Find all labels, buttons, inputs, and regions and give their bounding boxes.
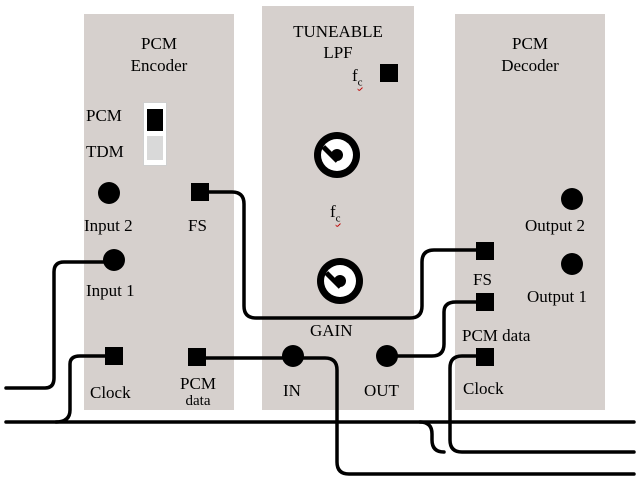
decoder-clock-label: Clock bbox=[463, 379, 504, 398]
encoder-pcm-data-socket[interactable] bbox=[188, 348, 206, 366]
lpf-title-line1: TUNEABLE bbox=[293, 22, 383, 41]
pcm-tdm-switch[interactable] bbox=[143, 102, 167, 166]
decoder-title-line2: Decoder bbox=[501, 56, 559, 75]
decoder-clock-socket[interactable] bbox=[476, 348, 494, 366]
switch-track bbox=[147, 136, 163, 160]
gain-label: GAIN bbox=[310, 321, 353, 340]
fc-knob-label: fc bbox=[330, 202, 341, 225]
decoder-pcm-data-label: PCM data bbox=[462, 326, 531, 345]
decoder-title-line1: PCM bbox=[512, 34, 548, 53]
pcm-encoder-panel bbox=[84, 14, 234, 410]
out-socket[interactable] bbox=[376, 345, 398, 367]
encoder-title-line2: Encoder bbox=[130, 56, 188, 75]
wire-in-down bbox=[291, 356, 636, 476]
decoder-fs-socket[interactable] bbox=[476, 242, 494, 260]
pcm-decoder-panel bbox=[455, 14, 605, 410]
bus-line-4 bbox=[418, 420, 446, 454]
wire-clock bbox=[448, 354, 636, 454]
encoder-clock-label: Clock bbox=[90, 383, 131, 402]
fc-knob[interactable] bbox=[314, 132, 360, 178]
lpf-title-line2: LPF bbox=[323, 43, 353, 62]
fc-knob-hub bbox=[331, 149, 343, 161]
decoder-fs-label: FS bbox=[473, 270, 492, 289]
encoder-pcm-data-label-line2: data bbox=[185, 393, 211, 409]
encoder-fs-label: FS bbox=[188, 216, 207, 235]
decoder-pcm-data-socket[interactable] bbox=[476, 293, 494, 311]
encoder-fs-socket[interactable] bbox=[191, 183, 209, 201]
wire-out bbox=[386, 300, 489, 358]
input1-label: Input 1 bbox=[86, 281, 135, 300]
in-socket[interactable] bbox=[282, 345, 304, 367]
encoder-clock-socket[interactable] bbox=[105, 347, 123, 365]
wire-fs bbox=[201, 190, 489, 320]
mode-tdm-label: TDM bbox=[86, 142, 124, 161]
in-label: IN bbox=[283, 381, 301, 400]
output1-label: Output 1 bbox=[527, 287, 587, 306]
encoder-title-line1: PCM bbox=[141, 34, 177, 53]
output1-socket[interactable] bbox=[561, 253, 583, 275]
input2-label: Input 2 bbox=[84, 216, 133, 235]
encoder-pcm-data-label-line1: PCM bbox=[180, 374, 216, 393]
gain-knob[interactable] bbox=[317, 258, 363, 304]
output2-label: Output 2 bbox=[525, 216, 585, 235]
out-label: OUT bbox=[364, 381, 399, 400]
bus-line-1 bbox=[4, 260, 114, 390]
fc-socket[interactable] bbox=[380, 64, 398, 82]
input1-socket[interactable] bbox=[103, 249, 125, 271]
gain-knob-hub bbox=[334, 275, 346, 287]
input2-socket[interactable] bbox=[98, 182, 120, 204]
output2-socket[interactable] bbox=[561, 188, 583, 210]
mode-pcm-label: PCM bbox=[86, 106, 122, 125]
fc-socket-label: fc bbox=[352, 66, 363, 89]
bus-line-3 bbox=[54, 354, 115, 424]
switch-toggle bbox=[147, 109, 163, 131]
